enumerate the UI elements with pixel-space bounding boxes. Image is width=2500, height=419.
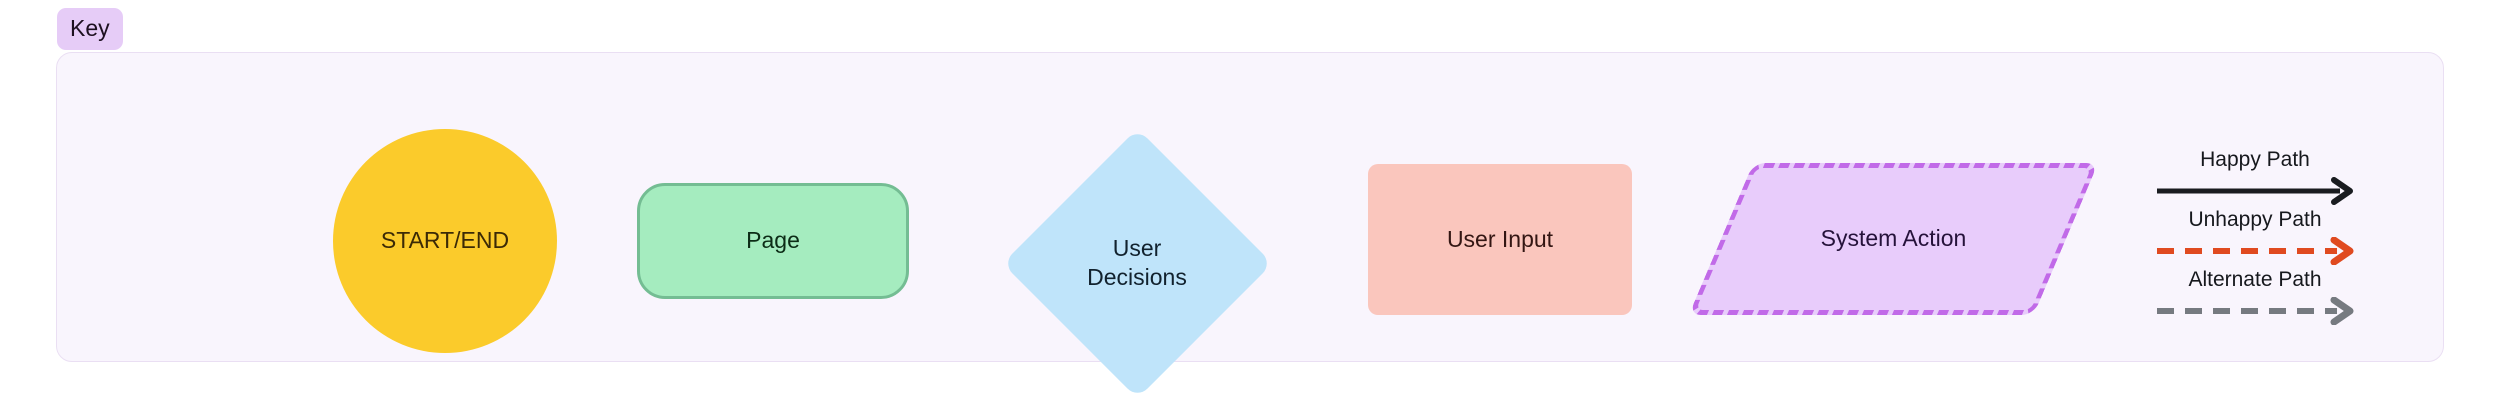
legend-shape-start-end: START/END: [333, 129, 557, 353]
diamond-text-wrap: User Decisions: [1002, 128, 1272, 398]
legend-shape-system-action: System Action: [1688, 163, 2099, 315]
legend-row-happy-path: Happy Path: [2155, 149, 2365, 209]
legend-row-unhappy-path: Unhappy Path: [2155, 209, 2365, 269]
legend-label-unhappy-path: Unhappy Path: [2188, 208, 2322, 231]
path-legend: Happy Path Unhappy Path Alternate Path: [2155, 149, 2365, 329]
key-container: START/END Page User Decisions User Input…: [56, 52, 2444, 399]
alternate-path-arrow-icon: [2157, 297, 2354, 325]
legend-shape-user-decisions: User Decisions: [1001, 127, 1273, 399]
legend-shape-user-input-label: User Input: [1446, 225, 1554, 252]
legend-row-alternate-path: Alternate Path: [2155, 269, 2365, 329]
legend-shape-system-action-label: System Action: [1820, 225, 1967, 252]
legend-label-alternate-path: Alternate Path: [2188, 268, 2322, 291]
key-badge: Key: [57, 8, 123, 50]
legend-shape-page-label: Page: [746, 227, 800, 254]
legend-shape-user-decisions-label: User Decisions: [1087, 234, 1187, 290]
happy-path-arrow-icon: [2157, 177, 2353, 205]
legend-label-happy-path: Happy Path: [2200, 148, 2310, 171]
unhappy-path-arrow-icon: [2157, 237, 2354, 265]
legend-shape-page: Page: [637, 183, 909, 299]
legend-shape-user-input: User Input: [1368, 164, 1632, 315]
legend-shape-start-end-label: START/END: [380, 227, 510, 254]
parallelogram-text-wrap: System Action: [1721, 163, 2066, 315]
